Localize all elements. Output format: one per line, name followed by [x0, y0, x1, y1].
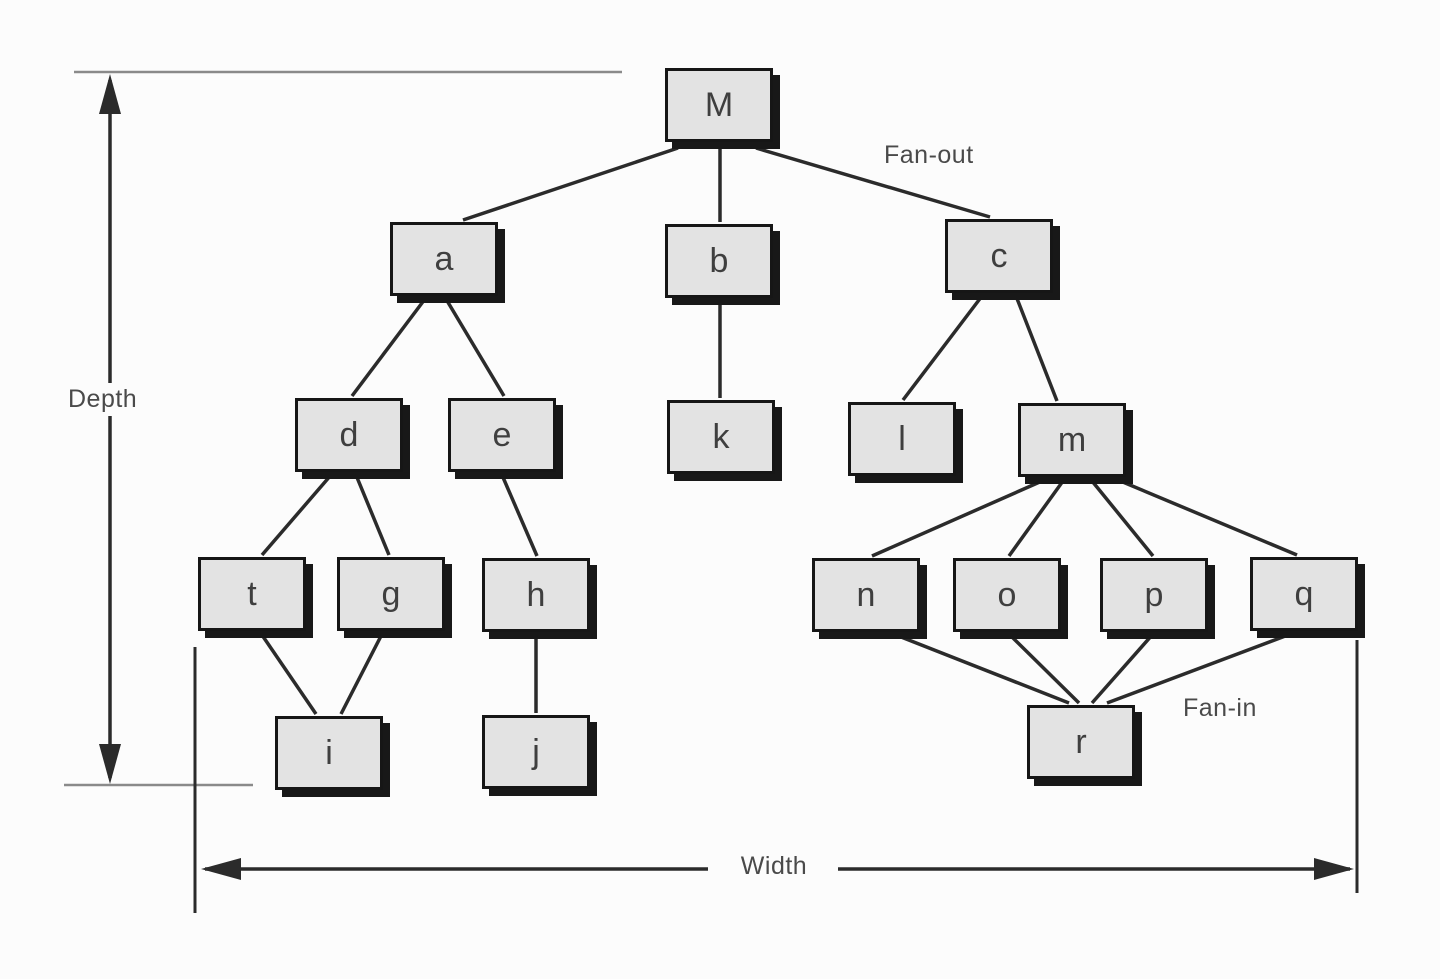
width-label: Width: [740, 852, 808, 880]
node-o: o: [953, 558, 1061, 632]
node-M: M: [665, 68, 773, 142]
node-p: p: [1100, 558, 1208, 632]
node-a: a: [390, 222, 498, 296]
edge-a-d: [350, 297, 427, 398]
edge-c-l: [901, 294, 984, 402]
edge-c-m: [1014, 295, 1059, 402]
edge-p-r: [1090, 632, 1155, 705]
node-i: i: [275, 716, 383, 790]
width-arrowhead-left-icon: [201, 858, 241, 880]
node-k: k: [667, 400, 775, 474]
edge-n-r: [895, 633, 1070, 705]
edge-a-e: [444, 298, 506, 397]
node-g: g: [337, 557, 445, 631]
edge-m-o: [1007, 479, 1065, 558]
node-b: b: [665, 224, 773, 298]
depth-arrowhead-down-icon: [99, 744, 121, 784]
node-n: n: [812, 558, 920, 632]
edge-M-c: [755, 146, 991, 219]
node-e: e: [448, 398, 556, 472]
node-m: m: [1018, 403, 1126, 477]
depth-label: Depth: [62, 383, 144, 416]
fan-out-label: Fan-out: [884, 141, 974, 169]
edge-q-r: [1106, 633, 1289, 705]
node-l: l: [848, 402, 956, 476]
node-t: t: [198, 557, 306, 631]
node-q: q: [1250, 557, 1358, 631]
edge-d-t: [260, 473, 333, 557]
edge-o-r: [1009, 634, 1081, 705]
node-d: d: [295, 398, 403, 472]
width-arrowhead-right-icon: [1314, 858, 1354, 880]
node-j: j: [482, 715, 590, 789]
node-c: c: [945, 219, 1053, 293]
edge-m-q: [1117, 478, 1298, 557]
edge-t-i: [260, 634, 318, 715]
depth-arrowhead-up-icon: [99, 74, 121, 114]
node-r: r: [1027, 705, 1135, 779]
edge-e-h: [500, 474, 539, 557]
edge-m-p: [1090, 479, 1155, 558]
edge-m-n: [871, 479, 1043, 558]
edge-M-a: [462, 146, 679, 222]
fan-in-label: Fan-in: [1183, 694, 1257, 722]
node-h: h: [482, 558, 590, 632]
edge-d-g: [354, 474, 391, 556]
edge-g-i: [339, 635, 383, 715]
